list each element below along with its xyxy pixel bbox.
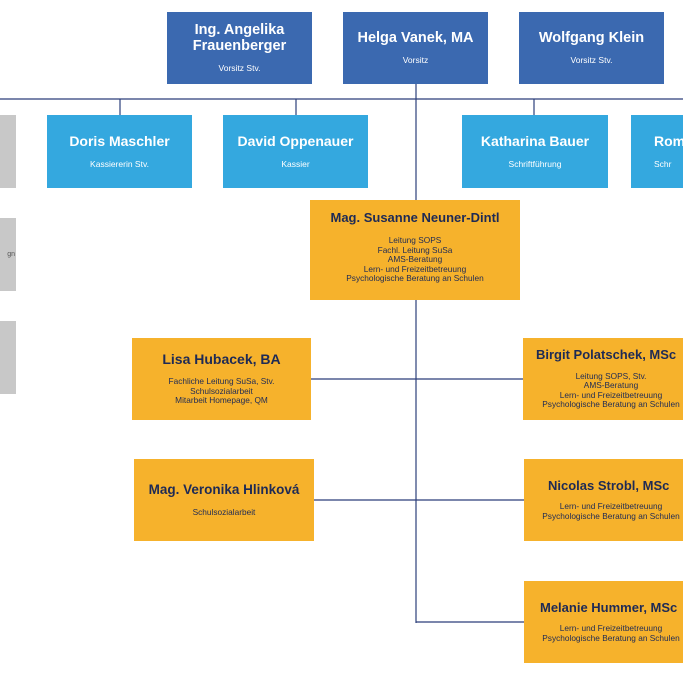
role-line: Mitarbeit Homepage, QM [175, 395, 268, 406]
member-name: Mag. Veronika Hlinková [148, 481, 300, 497]
member-name: Ing. Angelika Frauenberger [192, 21, 287, 54]
member-name: Rom [654, 133, 683, 150]
member-roles: Lern- und Freizeitbetreuung Psychologisc… [527, 502, 683, 521]
subboard-member-katharina: Katharina Bauer Schriftführung [462, 115, 608, 188]
board-member-angelika: Ing. Angelika Frauenberger Vorsitz Stv. [167, 12, 312, 84]
staff-melanie: Melanie Hummer, MSc Lern- und Freizeitbe… [524, 581, 683, 663]
staff-nicolas: Nicolas Strobl, MSc Lern- und Freizeitbe… [524, 459, 683, 541]
role-line: AMS-Beratung [387, 254, 443, 265]
member-role: Kassiererin Stv. [90, 158, 149, 169]
role-line: Lern- und Freizeitbetreuung [559, 389, 663, 400]
role-line: Lern- und Freizeitbetreuung [559, 501, 663, 512]
role-line: Psychologische Beratung an Schulen [542, 632, 680, 643]
board-member-helga: Helga Vanek, MA Vorsitz [343, 12, 488, 84]
member-name: Lisa Hubacek, BA [162, 351, 281, 367]
member-role: Kassier [281, 158, 310, 169]
role-line: Leitung SOPS, Stv. [575, 370, 647, 381]
member-role: Vorsitz Stv. [570, 54, 613, 65]
member-roles: Schulsozialarbeit [192, 506, 256, 518]
role-line: Schulsozialarbeit [192, 506, 256, 517]
member-role: Schr [654, 158, 672, 169]
side-panel: gn [0, 218, 16, 291]
staff-lisa: Lisa Hubacek, BA Fachliche Leitung SuSa,… [132, 338, 311, 420]
role-line: Fachliche Leitung SuSa, Stv. [168, 376, 275, 387]
role-line: Lern- und Freizeitbetreuung [363, 263, 467, 274]
role-line: Psychologische Beratung an Schulen [542, 399, 680, 410]
role-line: AMS-Beratung [583, 380, 639, 391]
staff-veronika: Mag. Veronika Hlinková Schulsozialarbeit [134, 459, 314, 541]
board-member-wolfgang: Wolfgang Klein Vorsitz Stv. [519, 12, 664, 84]
member-roles: Leitung SOPS Fachl. Leitung SuSa AMS-Ber… [346, 236, 483, 284]
role-line: Psychologische Beratung an Schulen [542, 510, 680, 521]
role-line: Fachl. Leitung SuSa [377, 244, 453, 255]
member-name: Katharina Bauer [480, 133, 590, 150]
member-name: Mag. Susanne Neuner-Dintl [330, 210, 500, 225]
lead-susanne: Mag. Susanne Neuner-Dintl Leitung SOPS F… [310, 200, 520, 300]
member-role: Schriftführung [508, 158, 562, 169]
role-line: Lern- und Freizeitbetreuung [559, 623, 663, 634]
member-role: Vorsitz [402, 54, 429, 65]
member-roles: Lern- und Freizeitbetreuung Psychologisc… [527, 624, 683, 643]
subboard-member-doris: Doris Maschler Kassiererin Stv. [47, 115, 192, 188]
role-line: Psychologische Beratung an Schulen [346, 273, 484, 284]
side-panel [0, 115, 16, 188]
subboard-member-david: David Oppenauer Kassier [223, 115, 368, 188]
member-name: Wolfgang Klein [538, 29, 645, 46]
member-name: Doris Maschler [69, 133, 170, 150]
member-name: Birgit Polatschek, MSc [536, 347, 677, 363]
role-line: Leitung SOPS [388, 235, 442, 246]
member-name: Helga Vanek, MA [357, 29, 474, 46]
member-role: Vorsitz Stv. [218, 62, 261, 73]
member-name: David Oppenauer [237, 133, 354, 150]
member-roles: Leitung SOPS, Stv. AMS-Beratung Lern- un… [527, 370, 683, 410]
side-panel [0, 321, 16, 394]
subboard-member-rom: Rom Schr [631, 115, 683, 188]
role-line: Schulsozialarbeit [190, 385, 253, 396]
member-name: Nicolas Strobl, MSc [548, 477, 670, 493]
staff-birgit: Birgit Polatschek, MSc Leitung SOPS, Stv… [523, 338, 683, 420]
member-name: Melanie Hummer, MSc [540, 599, 678, 615]
member-roles: Fachliche Leitung SuSa, Stv. Schulsozial… [169, 377, 275, 406]
side-panel-text: gn [7, 251, 15, 258]
